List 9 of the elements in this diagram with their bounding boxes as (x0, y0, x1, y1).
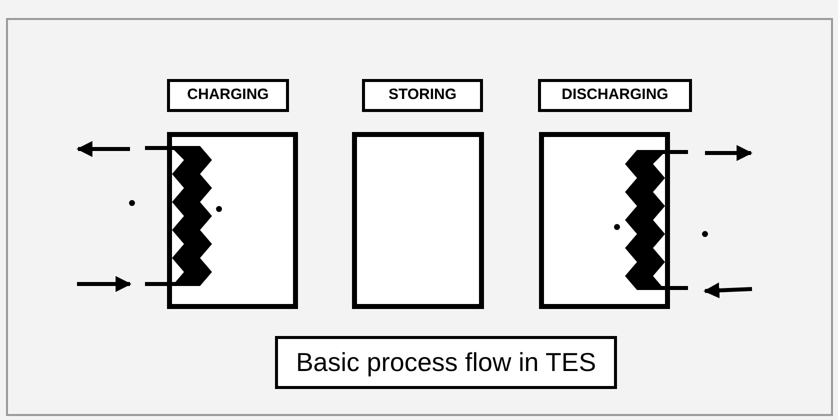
tank-box (352, 132, 484, 309)
label-text: Basic process flow in TES (296, 346, 596, 379)
stage-label-box (167, 79, 289, 112)
stage-label-box (362, 79, 483, 112)
stage-label-box (538, 79, 692, 112)
label-text: DISCHARGING (562, 85, 668, 106)
label-text: STORING (388, 85, 457, 106)
caption-box (275, 336, 617, 389)
label-text: CHARGING (187, 85, 269, 106)
